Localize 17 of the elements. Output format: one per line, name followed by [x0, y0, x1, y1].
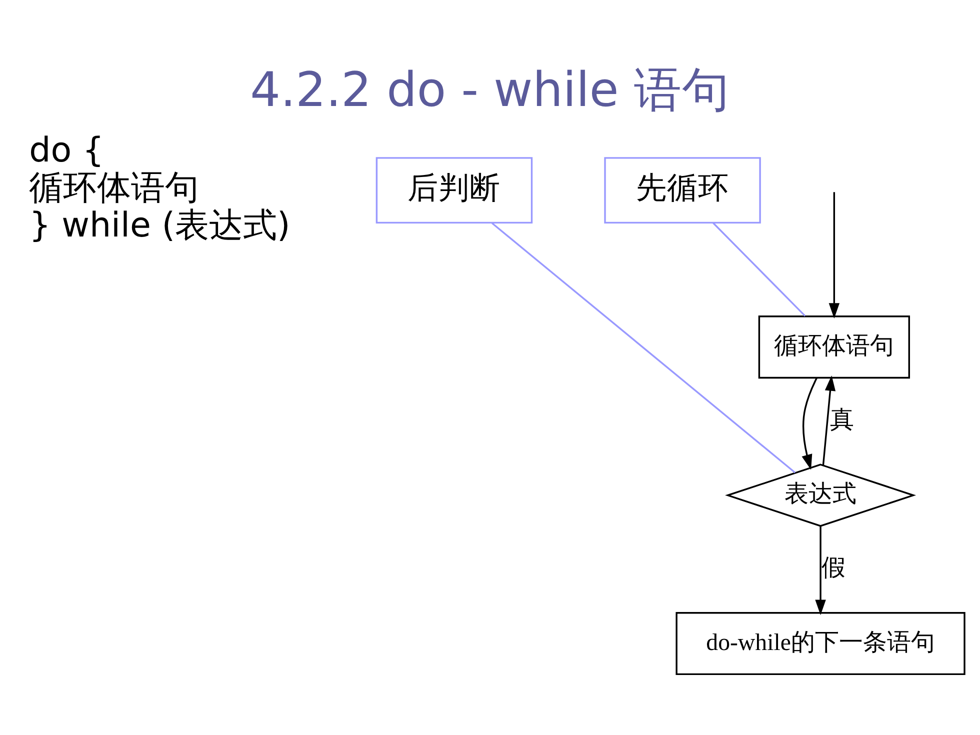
node-box: do-while的下一条语句: [676, 612, 966, 676]
arrow: [815, 526, 826, 616]
edge-label: 假: [821, 554, 846, 582]
label: } while (表达式): [29, 205, 290, 246]
node-box: 循环体语句: [758, 316, 910, 379]
edge-label: 真: [830, 405, 854, 434]
node-diamond: 表达式: [725, 464, 916, 527]
arrow: [802, 378, 818, 470]
arrow: [822, 376, 836, 466]
connector: [712, 222, 806, 317]
arrow: [828, 192, 840, 318]
label: do {: [29, 130, 104, 170]
node-box: 先循环: [604, 157, 761, 224]
label: 循环体语句: [29, 168, 200, 208]
connector: [492, 222, 796, 474]
diagram-title: 4.2.2 do - while 语句: [250, 62, 730, 118]
node-box: 后判断: [376, 157, 533, 224]
